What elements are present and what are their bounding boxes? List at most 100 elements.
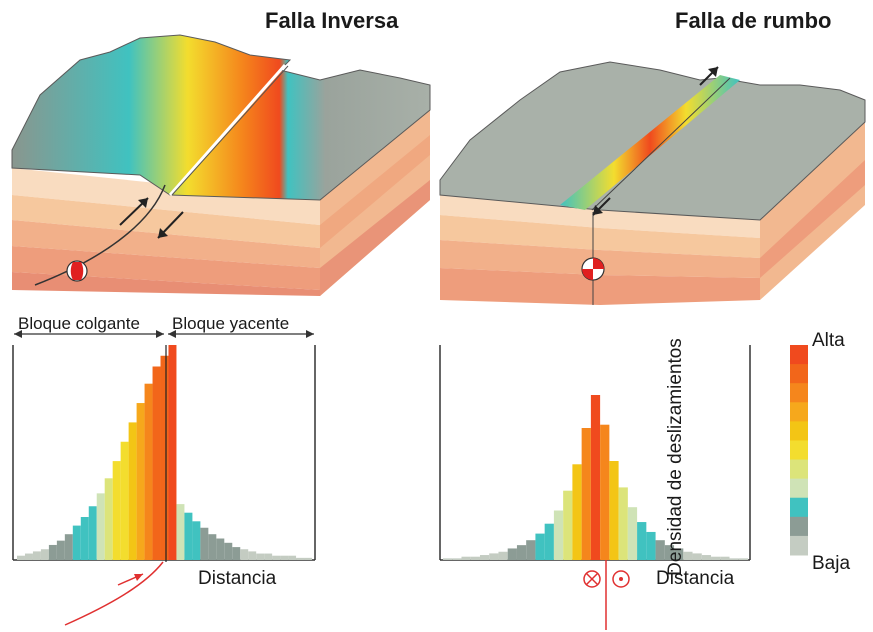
- legend-swatch: [790, 345, 808, 365]
- reverse-fault-block: [11, 34, 431, 296]
- histogram-bar: [240, 549, 249, 560]
- focal-mechanism-icon: [581, 257, 605, 281]
- legend-swatch: [790, 402, 808, 422]
- out-of-page-symbol: [612, 570, 630, 588]
- histogram-bar: [248, 551, 257, 560]
- histogram-bar: [738, 558, 748, 560]
- histogram-bar: [88, 506, 97, 560]
- histogram-bar: [224, 542, 233, 560]
- histogram-bar: [32, 551, 41, 560]
- histogram-bar: [280, 555, 289, 560]
- strike-slip-fault-title: Falla de rumbo: [675, 8, 832, 33]
- left-histogram: [12, 330, 316, 626]
- histogram-bar: [498, 551, 508, 560]
- histogram-bar: [507, 548, 517, 560]
- density-color-scale: [790, 345, 808, 556]
- histogram-bar: [80, 517, 89, 560]
- histogram-bar: [216, 538, 225, 560]
- histogram-bar: [200, 527, 209, 560]
- histogram-bar: [184, 512, 193, 560]
- histogram-bar: [452, 558, 462, 560]
- histogram-bar: [443, 558, 453, 560]
- histogram-bar: [136, 403, 145, 560]
- fault-curve: [34, 184, 166, 286]
- histogram-bar: [288, 555, 297, 560]
- histogram-bar: [655, 540, 665, 560]
- histogram-bar: [600, 424, 610, 560]
- histogram-bar: [152, 366, 161, 560]
- histogram-bar: [24, 553, 33, 560]
- stratum-5: [12, 272, 320, 296]
- reverse-fault-symbol: [64, 561, 164, 626]
- legend-swatch: [790, 440, 808, 461]
- histogram-bar: [674, 548, 684, 560]
- histogram-bar: [553, 510, 564, 560]
- histogram-bar: [48, 544, 57, 560]
- histogram-bar: [56, 540, 65, 560]
- fault-trace: [591, 77, 731, 211]
- histogram-bar: [489, 553, 499, 560]
- histogram-bar: [296, 557, 305, 560]
- histogram-bar: [729, 558, 739, 560]
- fault-trace: [168, 64, 287, 196]
- strike-slip-fault-block: [439, 61, 866, 305]
- histogram-bar: [692, 553, 702, 560]
- histogram-bar: [646, 531, 656, 560]
- hanging-wall-label: Bloque colgante: [18, 314, 140, 333]
- histogram-bar: [526, 540, 536, 560]
- histogram-bar: [64, 534, 73, 560]
- histogram-bar: [470, 556, 480, 560]
- right-x-axis-label: Distancia: [656, 568, 735, 589]
- footwall-label: Bloque yacente: [172, 314, 290, 333]
- legend-swatch: [790, 516, 808, 537]
- histogram-bar: [264, 553, 273, 560]
- stratum-3: [12, 220, 320, 268]
- histogram-bar: [544, 523, 554, 560]
- histogram-bars: [17, 345, 312, 560]
- stratum-1: [440, 195, 600, 228]
- histogram-bar: [581, 428, 591, 560]
- stratum-2: [12, 195, 320, 248]
- focal-mechanism-icon: [66, 260, 88, 282]
- histogram-bar: [160, 355, 169, 560]
- histogram-bar: [17, 555, 25, 560]
- legend-title: Densidad de deslizamientos: [665, 338, 686, 576]
- histogram-bar: [711, 556, 721, 560]
- histogram-bar: [516, 545, 527, 560]
- legend-swatch: [790, 364, 808, 384]
- histogram-bar: [720, 556, 730, 560]
- histogram-bar: [192, 521, 201, 560]
- histogram-bar: [637, 522, 647, 560]
- histogram-bar: [609, 461, 619, 560]
- histogram-bar: [256, 553, 265, 560]
- histogram-bar: [664, 545, 675, 560]
- histogram-bar: [618, 487, 628, 560]
- into-page-symbol: [583, 570, 601, 588]
- reverse-fault-title: Falla Inversa: [265, 8, 399, 33]
- legend-low-label: Baja: [812, 553, 851, 574]
- legend-swatch: [790, 459, 808, 480]
- histogram-bar: [104, 478, 113, 560]
- legend-swatch: [790, 478, 808, 499]
- histogram-bar: [701, 555, 712, 560]
- terrain-surface: [11, 34, 431, 201]
- histogram-bar: [144, 383, 153, 560]
- legend-high-label: Alta: [812, 330, 845, 351]
- legend-swatch: [790, 535, 808, 556]
- stratum-1: [12, 168, 320, 225]
- histogram-bar: [272, 555, 281, 560]
- histogram-bar: [683, 551, 693, 560]
- histogram-bar: [535, 533, 545, 560]
- histogram-bar: [128, 422, 137, 560]
- legend-swatch: [790, 497, 808, 518]
- histogram-bar: [112, 461, 121, 560]
- histogram-bar: [232, 547, 241, 560]
- histogram-bar: [563, 490, 573, 560]
- fault-zone-band: [560, 75, 740, 210]
- right-histogram: [439, 345, 751, 630]
- histogram-bar: [168, 345, 177, 560]
- histogram-bar: [176, 504, 185, 560]
- histogram-bar: [590, 395, 601, 560]
- histogram-bar: [72, 525, 81, 560]
